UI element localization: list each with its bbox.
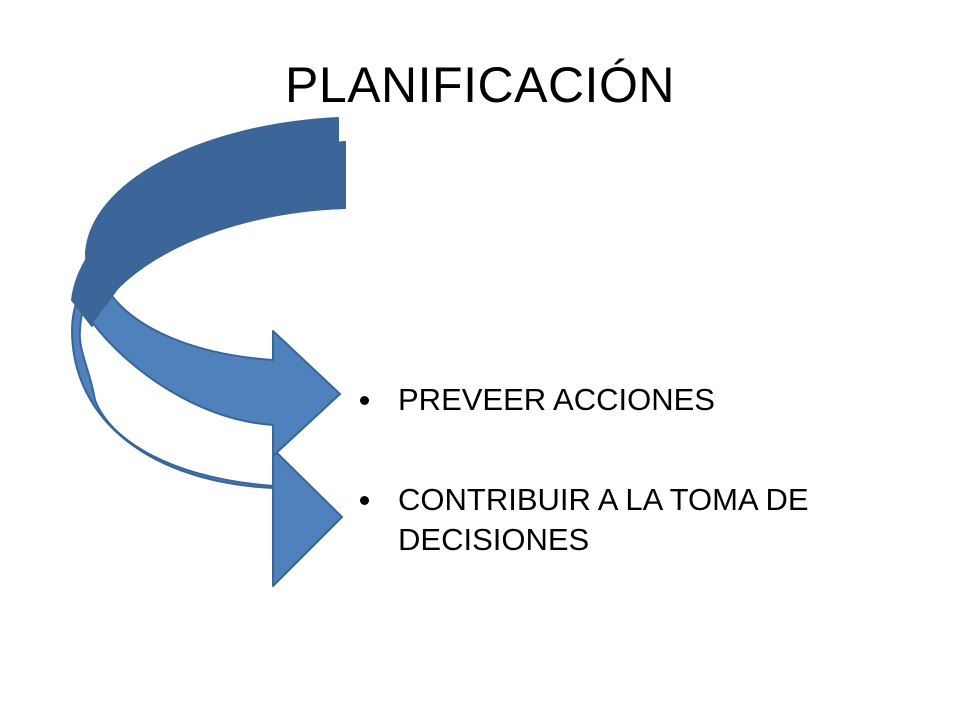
bullet-text: CONTRIBUIR A LA TOMA DE DECISIONES (398, 482, 809, 557)
slide-title: PLANIFICACIÓN (285, 57, 675, 113)
curved-arrow-1-back (85, 117, 339, 297)
bullet-dot-icon (360, 396, 369, 405)
bullet-item-contribuir: CONTRIBUIR A LA TOMA DE DECISIONES (358, 480, 918, 560)
curved-arrow-1-front (91, 295, 341, 457)
bullet-text: PREVEER ACCIONES (398, 382, 715, 417)
curved-arrow-1-icon (85, 117, 341, 457)
bullet-item-preveer: PREVEER ACCIONES (358, 380, 918, 420)
bullet-list: PREVEER ACCIONES CONTRIBUIR A LA TOMA DE… (358, 380, 918, 560)
bullet-dot-icon (360, 496, 369, 505)
